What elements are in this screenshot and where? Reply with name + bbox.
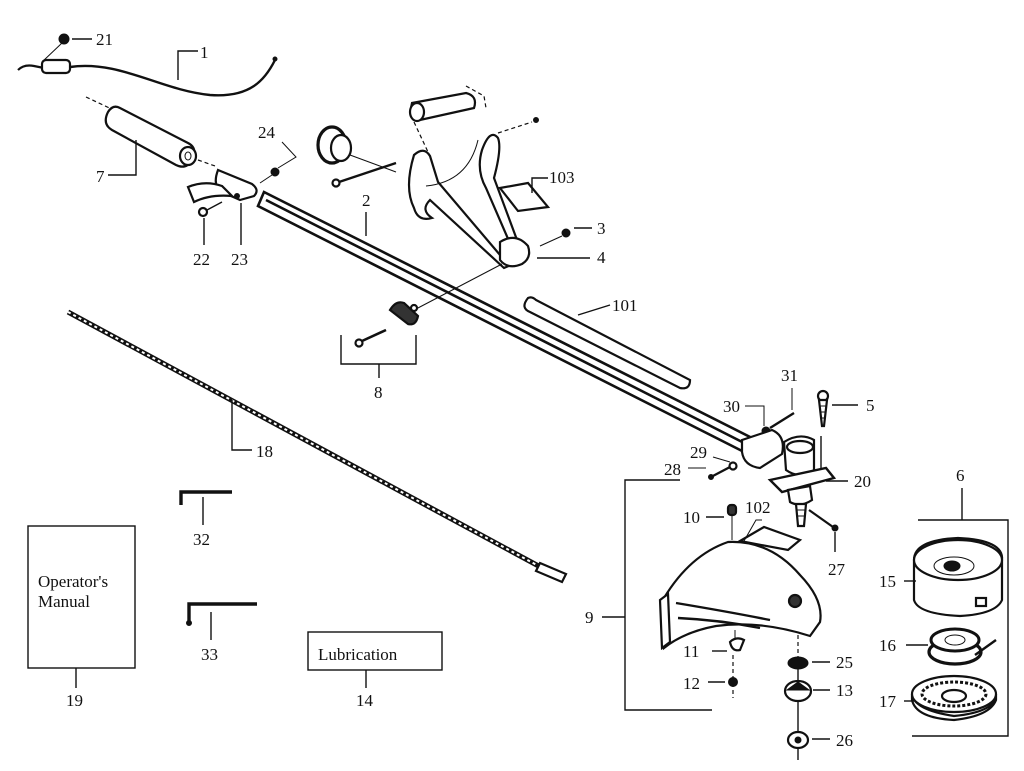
bracket-9 bbox=[624, 479, 712, 711]
part-17-spool-base[interactable] bbox=[910, 674, 998, 722]
part-23-throttle-housing[interactable] bbox=[186, 168, 258, 204]
callout-31[interactable]: 31 bbox=[781, 366, 798, 385]
leader-29 bbox=[712, 456, 731, 463]
part-21-screw[interactable] bbox=[41, 33, 70, 63]
callout-9[interactable]: 9 bbox=[585, 608, 594, 627]
callout-18[interactable]: 18 bbox=[256, 442, 273, 461]
callout-102[interactable]: 102 bbox=[745, 498, 771, 517]
part-26-washer[interactable] bbox=[786, 730, 810, 750]
callout-20[interactable]: 20 bbox=[854, 472, 871, 491]
part-10-screw[interactable] bbox=[726, 503, 738, 540]
part-25-washer[interactable] bbox=[787, 656, 809, 670]
part-1-cable[interactable] bbox=[17, 56, 278, 97]
callout-13[interactable]: 13 bbox=[836, 681, 853, 700]
callout-19[interactable]: 19 bbox=[66, 691, 83, 710]
part-22-screw[interactable] bbox=[197, 201, 223, 218]
lubrication-label: Lubrication bbox=[318, 645, 398, 664]
part-33-hex-key[interactable] bbox=[186, 602, 258, 626]
part-24-nut[interactable] bbox=[259, 167, 280, 184]
callout-21[interactable]: 21 bbox=[96, 30, 113, 49]
callout-33[interactable]: 33 bbox=[201, 645, 218, 664]
part-12-nut[interactable] bbox=[728, 655, 738, 698]
part-101-shaft-decal[interactable] bbox=[523, 296, 692, 390]
callout-27[interactable]: 27 bbox=[828, 560, 846, 579]
callout-12[interactable]: 12 bbox=[683, 674, 700, 693]
callout-4[interactable]: 4 bbox=[597, 248, 606, 267]
leader-7 bbox=[108, 140, 137, 176]
callout-11[interactable]: 11 bbox=[683, 642, 699, 661]
handle-bolt[interactable] bbox=[331, 161, 397, 188]
leader-24 bbox=[277, 141, 297, 169]
handle-bumper-ring[interactable] bbox=[316, 125, 353, 165]
callout-14[interactable]: 14 bbox=[356, 691, 374, 710]
part-31-screw[interactable] bbox=[769, 411, 795, 430]
manual-title-line2: Manual bbox=[38, 592, 90, 611]
callout-15[interactable]: 15 bbox=[879, 572, 896, 591]
callout-32[interactable]: 32 bbox=[193, 530, 210, 549]
part-102-guard-decal[interactable] bbox=[736, 525, 803, 552]
gear-head-housing[interactable] bbox=[740, 428, 816, 477]
part-32-hex-key[interactable] bbox=[179, 490, 232, 505]
part-5-screw[interactable] bbox=[816, 389, 830, 428]
bracket-6 bbox=[912, 519, 1009, 737]
callout-25[interactable]: 25 bbox=[836, 653, 853, 672]
callout-16[interactable]: 16 bbox=[879, 636, 896, 655]
part-11-line-cutter[interactable] bbox=[728, 630, 746, 652]
callout-103[interactable]: 103 bbox=[549, 168, 575, 187]
part-15-spool-housing[interactable] bbox=[912, 536, 1004, 618]
part-27-screw[interactable] bbox=[808, 509, 839, 532]
part-7-handle-grip[interactable] bbox=[104, 105, 198, 168]
callout-3[interactable]: 3 bbox=[597, 219, 606, 238]
part-8-clamp-bolt[interactable] bbox=[354, 301, 420, 348]
part-14-lubrication[interactable]: Lubrication bbox=[307, 631, 443, 671]
manual-title-line1: Operator's bbox=[38, 572, 108, 591]
leader-1 bbox=[177, 50, 198, 80]
part-16-line-spool[interactable] bbox=[927, 627, 997, 666]
leader-30 bbox=[745, 405, 765, 426]
part-19-operators-manual[interactable]: Operator's Manual bbox=[27, 525, 136, 669]
callout-7[interactable]: 7 bbox=[96, 167, 105, 186]
handle-assembly[interactable] bbox=[407, 91, 531, 270]
leader-102 bbox=[743, 519, 762, 542]
callout-29[interactable]: 29 bbox=[690, 443, 707, 462]
callout-26[interactable]: 26 bbox=[836, 731, 853, 750]
part-28-bolt[interactable] bbox=[708, 465, 731, 480]
callout-30[interactable]: 30 bbox=[723, 397, 740, 416]
part-3-nut[interactable] bbox=[539, 228, 571, 247]
callout-101[interactable]: 101 bbox=[612, 296, 638, 315]
callout-10[interactable]: 10 bbox=[683, 508, 700, 527]
callout-23[interactable]: 23 bbox=[231, 250, 248, 269]
callout-2[interactable]: 2 bbox=[362, 191, 371, 210]
part-103-decal[interactable] bbox=[498, 181, 551, 213]
part-13-retainer[interactable] bbox=[783, 679, 813, 703]
callout-17[interactable]: 17 bbox=[879, 692, 897, 711]
callout-1[interactable]: 1 bbox=[200, 43, 209, 62]
callout-8[interactable]: 8 bbox=[374, 383, 383, 402]
part-20-gear-head-plate[interactable] bbox=[767, 466, 837, 528]
callout-24[interactable]: 24 bbox=[258, 123, 276, 142]
bracket-8 bbox=[340, 335, 417, 365]
callout-5[interactable]: 5 bbox=[866, 396, 875, 415]
part-guard[interactable] bbox=[658, 540, 822, 660]
leader-101 bbox=[577, 304, 611, 316]
callout-6[interactable]: 6 bbox=[956, 466, 965, 485]
part-29-washer[interactable] bbox=[728, 461, 738, 471]
leader-18 bbox=[231, 400, 252, 451]
part-18-drive-cable[interactable] bbox=[66, 309, 568, 584]
callout-28[interactable]: 28 bbox=[664, 460, 681, 479]
callout-22[interactable]: 22 bbox=[193, 250, 210, 269]
leader-103 bbox=[531, 177, 548, 193]
